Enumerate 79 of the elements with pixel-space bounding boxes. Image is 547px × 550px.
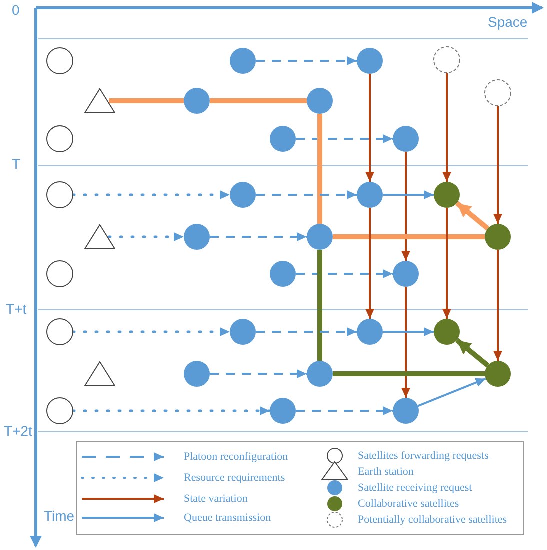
legend-text: Satellites forwarding requests — [358, 449, 489, 463]
dashed-arrow — [210, 232, 307, 242]
earth-station-triangle — [84, 224, 116, 250]
dotted-arrow — [72, 406, 272, 416]
time-tick-label: T — [12, 156, 21, 172]
arrow — [494, 106, 502, 224]
dashed-arrow — [256, 56, 357, 66]
satellite-circle — [46, 48, 74, 74]
satellite-dot — [230, 319, 256, 345]
satellite-dot — [307, 361, 333, 387]
arrow — [383, 190, 434, 200]
thick-line — [318, 114, 322, 224]
satellite-dot — [393, 398, 419, 424]
earth-station-triangle — [84, 88, 116, 114]
dashed-arrow — [210, 370, 307, 378]
legend-text: Potentially collaborative satellites — [358, 513, 508, 527]
arrow — [402, 152, 410, 261]
dashed-arrow — [256, 328, 357, 336]
legend-text: Satellite receiving request — [358, 481, 472, 495]
satellite-circle — [46, 318, 74, 346]
time-tick-label: T+t — [6, 301, 27, 317]
satellite-dot — [184, 224, 210, 250]
dashed-arrow — [296, 270, 393, 278]
satellite-dot — [230, 48, 256, 74]
axis-label: Space — [488, 14, 528, 30]
satellite-circle — [46, 398, 74, 424]
legend-text: Platoon reconfiguration — [184, 450, 288, 464]
dashed-arrow — [296, 406, 393, 416]
dashed-arrow — [256, 190, 357, 200]
thick-line — [333, 372, 485, 376]
dashed-arrow — [296, 134, 393, 144]
potential-satellite-circle — [434, 46, 460, 74]
satellite-dot — [357, 319, 383, 345]
legend-text: Earth station — [358, 465, 414, 479]
arrow — [442, 208, 452, 319]
time-tick-label: T+2t — [4, 423, 32, 439]
satellite-dot — [307, 224, 333, 250]
thick-arrow — [455, 338, 490, 368]
axis-label: Time — [44, 508, 75, 524]
origin-label: 0 — [12, 2, 20, 18]
arrow — [366, 74, 374, 182]
arrow — [418, 378, 486, 408]
arrow — [402, 287, 410, 398]
satellite-dot — [307, 88, 333, 114]
dotted-arrow — [72, 328, 232, 336]
satellite-dot — [393, 261, 419, 287]
thick-arrow — [455, 201, 490, 231]
collaborative-satellite-dot — [434, 182, 460, 208]
satellite-dot — [270, 126, 296, 152]
satellite-dot — [270, 398, 296, 424]
satellite-circle — [46, 126, 74, 152]
potential-satellite-circle — [484, 80, 512, 106]
legend-text: Collaborative satellites — [358, 497, 460, 511]
earth-station-triangle — [84, 361, 116, 386]
dotted-arrow — [108, 232, 186, 242]
collaborative-satellite-dot — [485, 224, 511, 250]
arrow — [383, 328, 434, 336]
satellite-dot — [270, 261, 296, 287]
legend-text: Queue transmission — [184, 511, 272, 525]
thick-line — [333, 234, 485, 240]
dotted-arrow — [72, 190, 232, 200]
collaborative-satellite-dot — [434, 319, 460, 345]
arrow — [442, 73, 452, 182]
satellite-dot — [357, 182, 383, 208]
satellite-dot — [184, 88, 210, 114]
satellite-dot — [184, 361, 210, 387]
thick-line — [318, 250, 322, 361]
legend-text: Resource requirements — [184, 471, 286, 485]
satellite-dot — [230, 182, 256, 208]
thick-line — [210, 98, 307, 104]
satellite-dot — [393, 126, 419, 152]
thick-line — [109, 98, 184, 104]
satellite-circle — [46, 260, 74, 288]
satellite-circle — [46, 182, 74, 208]
collaborative-satellite-dot — [485, 361, 511, 387]
arrow — [494, 250, 502, 361]
satellite-dot — [357, 48, 383, 74]
legend-text: State variation — [184, 492, 248, 506]
arrow — [366, 208, 374, 319]
